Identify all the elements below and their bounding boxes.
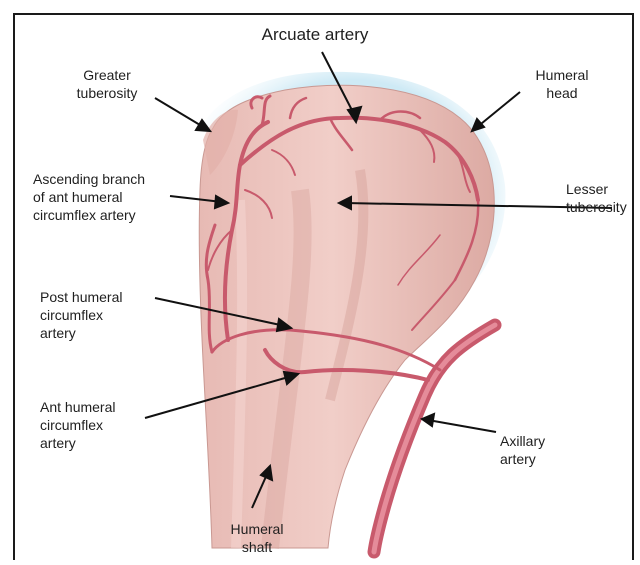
label-post-humeral-circumflex: Post humeral circumflex artery — [40, 288, 160, 342]
label-ascending-branch: Ascending branch of ant humeral circumfl… — [33, 170, 183, 224]
label-lesser-tuberosity: Lesser tuberosity — [566, 180, 640, 216]
label-humeral-head: Humeral head — [522, 66, 602, 102]
label-greater-tuberosity: Greater tuberosity — [62, 66, 152, 102]
label-arcuate-artery: Arcuate artery — [240, 25, 390, 45]
label-ant-humeral-circumflex: Ant humeral circumflex artery — [40, 398, 150, 452]
label-axillary-artery: Axillary artery — [500, 432, 580, 468]
label-humeral-shaft: Humeral shaft — [212, 520, 302, 556]
